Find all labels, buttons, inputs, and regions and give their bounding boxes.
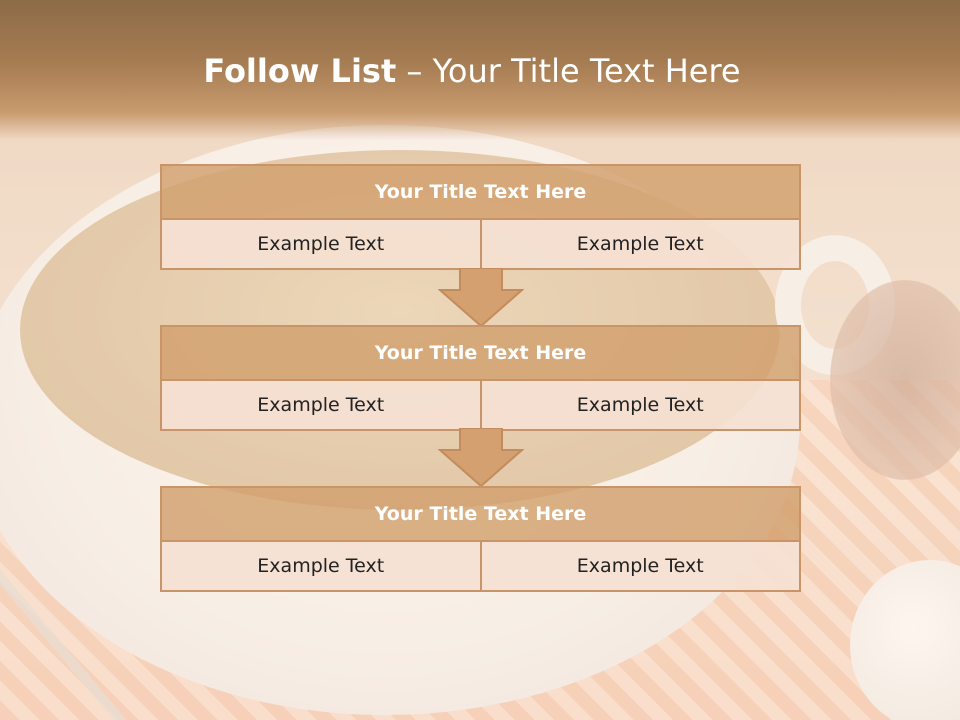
- block-heading[interactable]: Your Title Text Here: [160, 486, 801, 542]
- follow-list-block-3[interactable]: Your Title Text Here Example Text Exampl…: [160, 486, 801, 592]
- follow-list-block-2[interactable]: Your Title Text Here Example Text Exampl…: [160, 325, 801, 431]
- block-heading[interactable]: Your Title Text Here: [160, 325, 801, 381]
- title-band: [0, 0, 960, 140]
- block-heading[interactable]: Your Title Text Here: [160, 164, 801, 220]
- block-row: Example Text Example Text: [160, 542, 801, 592]
- block-row: Example Text Example Text: [160, 220, 801, 270]
- block-cell-left[interactable]: Example Text: [160, 381, 482, 431]
- block-cell-left[interactable]: Example Text: [160, 220, 482, 270]
- slide-title-bold: Follow List: [203, 52, 397, 90]
- block-cell-right[interactable]: Example Text: [481, 220, 801, 270]
- slide-title[interactable]: Follow List – Your Title Text Here: [0, 52, 944, 90]
- block-row: Example Text Example Text: [160, 381, 801, 431]
- arrow-down-icon: [438, 428, 524, 488]
- follow-list-block-1[interactable]: Your Title Text Here Example Text Exampl…: [160, 164, 801, 270]
- slide-title-rest: – Your Title Text Here: [396, 52, 741, 90]
- block-cell-right[interactable]: Example Text: [481, 542, 801, 592]
- block-cell-right[interactable]: Example Text: [481, 381, 801, 431]
- wooden-spoon: [830, 280, 960, 480]
- arrow-down-icon: [438, 268, 524, 328]
- block-cell-left[interactable]: Example Text: [160, 542, 482, 592]
